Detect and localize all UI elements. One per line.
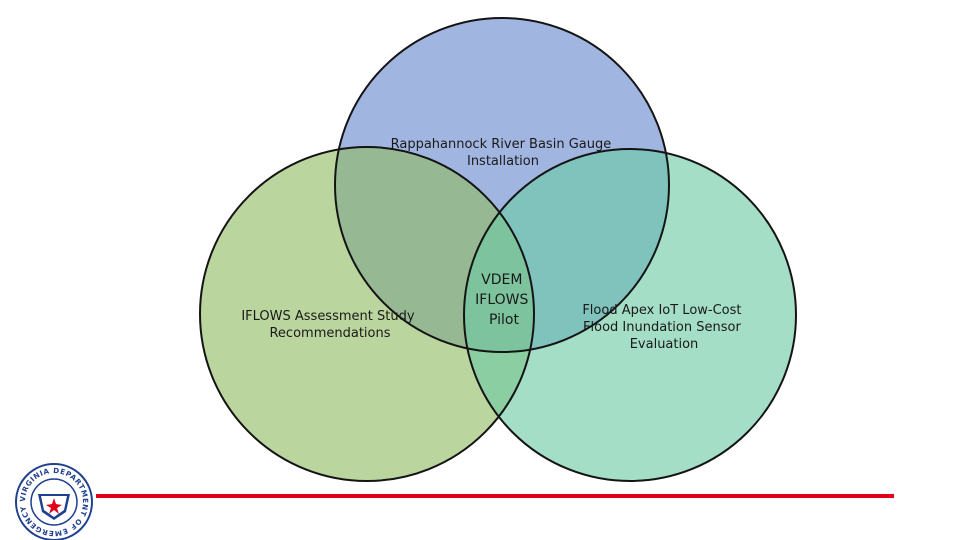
footer-red-rule [96,494,894,498]
label-right: Flood Apex IoT Low-Cost Flood Inundation… [582,303,745,352]
label-right-line-2: Flood Inundation Sensor [583,320,741,335]
vdem-logo: VIRGINIA DEPARTMENT OF EMERGENCY MANAGEM… [14,462,93,540]
label-right-line-3: Evaluation [630,337,699,352]
label-center: VDEM IFLOWS Pilot [475,272,533,328]
circle-right-outline [463,148,797,482]
label-right-line-1: Flood Apex IoT Low-Cost [582,303,741,318]
label-center-line-1: VDEM [481,272,522,288]
label-center-line-2: IFLOWS [475,292,528,308]
circle-left-outline [199,146,535,482]
label-top-line-2: Installation [467,154,539,169]
label-left: IFLOWS Assessment Study Recommendations [241,309,418,341]
label-top: Rappahannock River Basin Gauge Installat… [391,137,616,169]
circle-top-outline [334,17,670,353]
label-top-line-1: Rappahannock River Basin Gauge [391,137,612,152]
label-center-line-3: Pilot [489,312,519,328]
label-left-line-1: IFLOWS Assessment Study [241,309,415,324]
circle-right [464,149,796,481]
circle-left [200,147,534,481]
label-left-line-2: Recommendations [269,326,390,341]
